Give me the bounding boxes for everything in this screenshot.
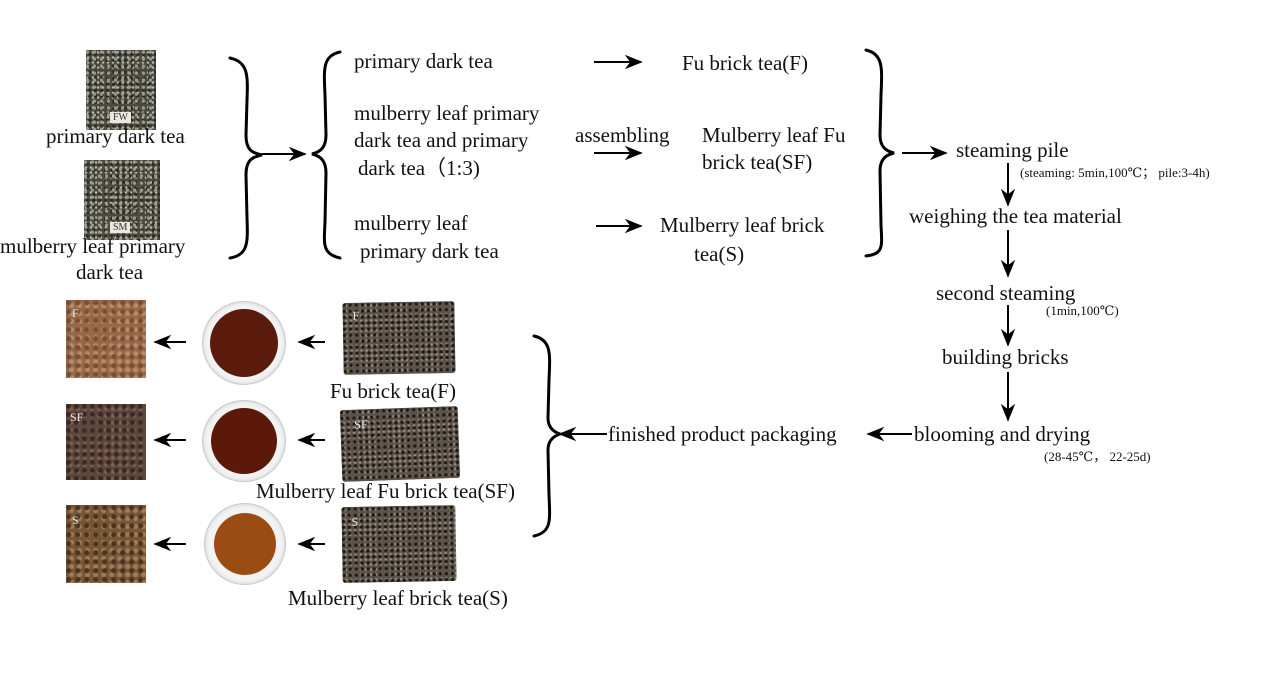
product-label-f: Fu brick tea(F) — [330, 379, 456, 403]
powder-tag: SF — [70, 410, 84, 424]
recipe2-input-3: dark tea（1:3) — [358, 156, 480, 180]
step-steaming-pile: steaming pile — [956, 138, 1069, 162]
assembling-label: assembling — [575, 123, 670, 147]
recipe2-input-1: mulberry leaf primary — [354, 101, 540, 125]
mulberry-leaf-primary-dark-tea-label-1: mulberry leaf primary — [0, 234, 186, 258]
recipe3-input-1: mulberry leaf — [354, 211, 468, 235]
mulberry-leaf-primary-dark-tea-image: SM — [84, 160, 160, 240]
recipe1-input: primary dark tea — [354, 49, 493, 73]
powder-tag: S — [72, 513, 79, 527]
image-tag: FW — [110, 112, 131, 123]
product-label-sf: Mulberry leaf Fu brick tea(SF) — [256, 479, 515, 503]
powder-image-sf: SF — [66, 404, 146, 480]
step-building-bricks: building bricks — [942, 345, 1069, 369]
step-blooming-drying-note: (28-45℃， 22-25d) — [1044, 449, 1151, 464]
tea-liquor-sf — [211, 408, 277, 474]
tea-liquor-f — [210, 309, 278, 377]
brick-image-sf: SF — [339, 405, 461, 483]
step-finished-packaging: finished product packaging — [608, 422, 837, 446]
primary-dark-tea-label: primary dark tea — [46, 124, 185, 148]
powder-image-s: S — [66, 505, 146, 583]
brick-tag: SF — [354, 417, 368, 432]
recipe2-output-2: brick tea(SF) — [702, 150, 813, 174]
step-blooming-drying: blooming and drying — [914, 422, 1091, 446]
tea-liquor-s — [214, 513, 276, 575]
brace-products — [532, 334, 565, 538]
tea-cup-sf — [202, 400, 286, 482]
product-label-s: Mulberry leaf brick tea(S) — [288, 586, 508, 610]
primary-dark-tea-image: FW — [86, 50, 156, 130]
brace-recipes-open — [311, 50, 342, 260]
step-weighing: weighing the tea material — [909, 204, 1122, 228]
recipe2-output-1: Mulberry leaf Fu — [702, 123, 846, 147]
brick-tag: F — [352, 308, 360, 323]
recipe1-output: Fu brick tea(F) — [682, 51, 808, 75]
tea-cup-s — [204, 503, 286, 585]
step-second-steaming-note: (1min,100℃) — [1046, 303, 1119, 318]
mulberry-leaf-primary-dark-tea-label-2: dark tea — [76, 260, 144, 284]
brace-recipes-close — [864, 48, 895, 258]
image-tag: SM — [110, 222, 131, 233]
recipe3-output-2: tea(S) — [694, 242, 745, 266]
brick-tag: S — [351, 514, 359, 529]
brick-image-s: S — [341, 505, 457, 583]
powder-tag: F — [72, 306, 79, 320]
recipe3-output-1: Mulberry leaf brick — [660, 213, 825, 237]
step-steaming-pile-note: (steaming: 5min,100℃； pile:3-4h) — [1020, 165, 1210, 180]
recipe3-input-2: primary dark tea — [360, 239, 499, 263]
tea-cup-f — [202, 301, 286, 385]
brick-image-f: F — [342, 301, 456, 375]
brace-left-images — [228, 56, 263, 260]
recipe2-input-2: dark tea and primary — [354, 128, 529, 152]
powder-image-f: F — [66, 300, 146, 378]
step-second-steaming: second steaming — [936, 281, 1076, 305]
